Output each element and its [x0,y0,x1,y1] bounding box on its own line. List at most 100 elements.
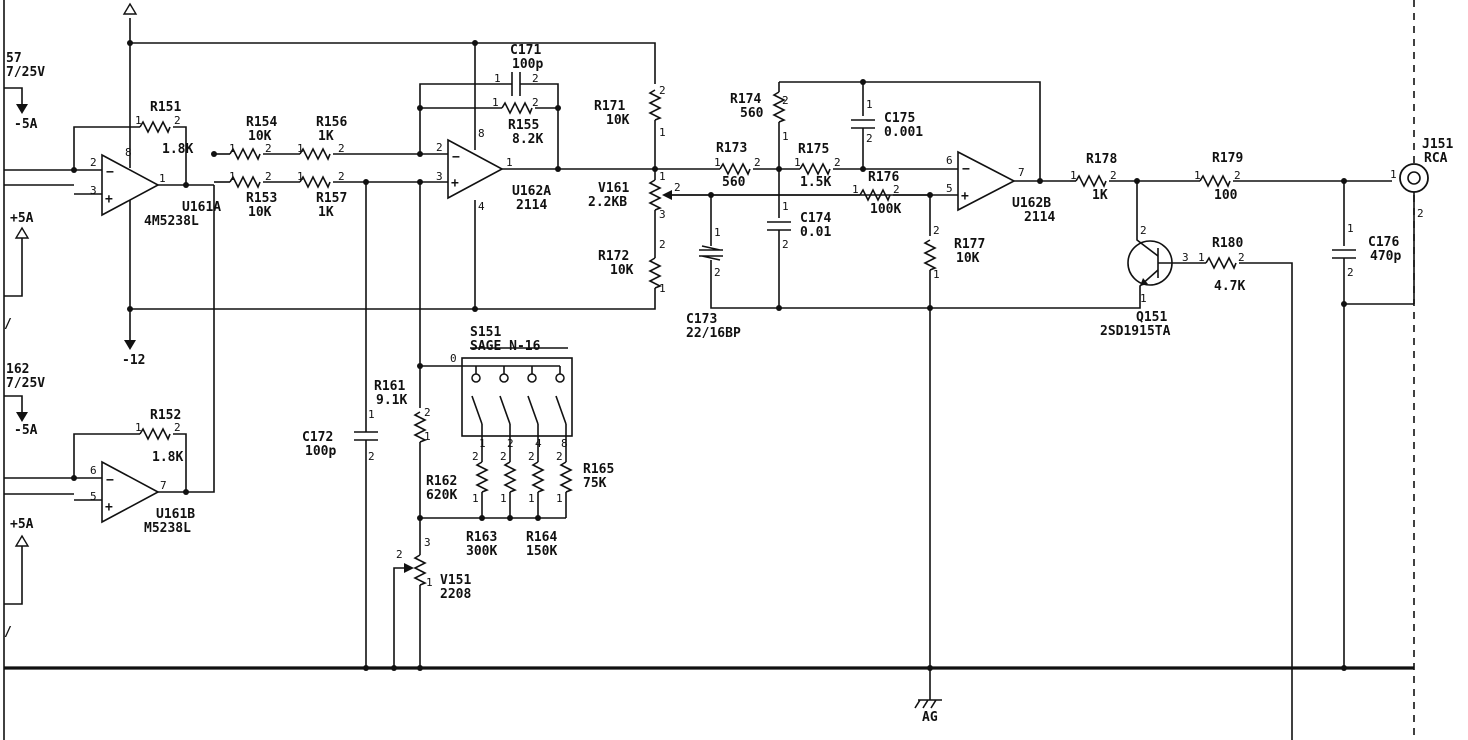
part-value: 300K [466,544,497,559]
part-value: 100K [870,202,901,217]
pin-number: 7 [160,479,167,492]
pin-number: 1 [659,170,666,183]
pin-minus: − [106,473,114,488]
arrow-down-icon [16,104,28,114]
pin-number: 1 [794,156,801,169]
pin-number: 2 [396,548,403,561]
pin-number: 2 [368,450,375,463]
part-value: 75K [583,476,607,491]
pin-number: 1 [556,492,563,505]
pin-number: 1 [135,421,142,434]
pin-number: 2 [893,183,900,196]
junction [417,151,423,157]
pin-plus: + [961,189,969,204]
part-value: 1K [318,205,334,220]
arrow-down-icon [124,340,136,350]
resistor-r165 [560,461,572,493]
arrow-up-icon [14,534,30,547]
pin-number: 1 [426,576,433,589]
pin-number: 2 [754,156,761,169]
supply-rail-top [129,18,656,84]
pin-number: 1 [1347,222,1354,235]
pin-number: 1 [229,170,236,183]
pin-number: 3 [436,170,443,183]
resistor-r180 [1205,257,1237,269]
junction [417,665,423,671]
edge-label: 7/25V [6,65,45,80]
part-ref: R179 [1212,151,1243,166]
pin-number: 1 [472,492,479,505]
part-ref: U161A [182,200,221,215]
resistor-r163 [504,461,516,493]
part-ref: R180 [1212,236,1243,251]
part-value: 1.8K [162,142,193,157]
pin-number: 2 [659,84,666,97]
part-value: 1K [318,129,334,144]
pin-plus: + [105,500,113,515]
part-value: 1K [1092,188,1108,203]
part-value: 1.8K [152,450,183,465]
pin-minus: − [962,162,970,177]
pin-number: 1 [528,492,535,505]
pin-plus: + [105,192,113,207]
junction [1341,665,1347,671]
part-ref: R164 [526,530,557,545]
part-value: 4.7K [1214,279,1245,294]
pin-number: 2 [556,450,563,463]
pin-number: 2 [1140,224,1147,237]
part-value: 1.5K [800,175,831,190]
pin-number: 1 [297,142,304,155]
pin-number: 8 [125,146,132,159]
junction [535,515,541,521]
part-value: 620K [426,488,457,503]
pin-number: 1 [229,142,236,155]
junction [183,489,189,495]
resistor-r164 [532,461,544,493]
pin-number: 2 [1234,169,1241,182]
junction [417,179,423,185]
pin-number: 1 [659,282,666,295]
pin-number: 1 [506,156,513,169]
pin-number: 2 [424,406,431,419]
resistor-r157 [299,176,331,188]
resistor-r155 [501,102,533,114]
wire [4,546,23,605]
junction [71,475,77,481]
edge-label: 162 [6,362,29,377]
part-ref: R163 [466,530,497,545]
supply-rail-bottom [130,288,656,310]
part-ref: U162B [1012,196,1051,211]
junction [1341,301,1347,307]
part-ref: R178 [1086,152,1117,167]
part-ref: R151 [150,100,181,115]
wiper-arrow-icon [404,563,414,573]
pin-number: 8 [561,437,568,450]
part-ref: S151 [470,325,501,340]
edge-label: -5A [14,423,38,438]
pin-number: 1 [782,130,789,143]
part-ref: R157 [316,191,347,206]
part-ref: Q151 [1136,310,1167,325]
pin-number: 2 [659,238,666,251]
part-ref: R175 [798,142,829,157]
edge-label: +5A [10,517,34,532]
pin-number: 2 [174,114,181,127]
op-amp-u162a [447,138,504,200]
part-ref: C175 [884,111,915,126]
pin-number: 2 [265,170,272,183]
wire [4,238,23,297]
part-ref: R172 [598,249,629,264]
pin-number: 2 [674,181,681,194]
wire [779,292,1141,309]
part-value: 8.2K [512,132,543,147]
pin-number: 2 [1238,251,1245,264]
pin-number: 2 [528,450,535,463]
junction [1037,178,1043,184]
junction [183,182,189,188]
pin-number: 1 [1390,168,1397,181]
resistor-r151 [139,121,171,133]
part-ref: C176 [1368,235,1399,250]
pin-number: 2 [782,94,789,107]
part-ref: R177 [954,237,985,252]
wire [520,83,559,169]
